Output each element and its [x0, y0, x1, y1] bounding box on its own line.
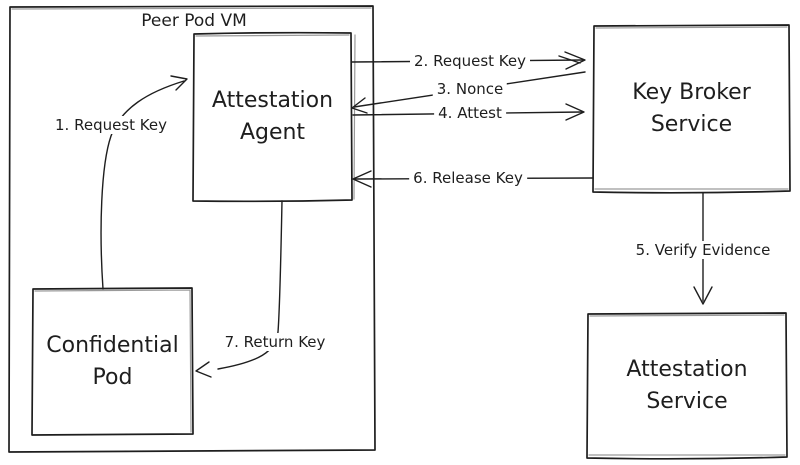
edge-5-verify-evidence-label: 5. Verify Evidence [631, 241, 775, 259]
confidential-pod-box-sketch [34, 289, 192, 433]
confidential-pod-label: Confidential Pod [32, 288, 193, 435]
key-broker-service-label: Key Broker Service [593, 25, 790, 192]
attestation-agent-box [192, 31, 353, 203]
edge-6-release-key-label: 6. Release Key [409, 169, 527, 187]
edge-1-request-key-label: 1. Request Key [51, 116, 171, 134]
attestation-service-box-sketch [588, 314, 786, 456]
edge-7-return-key-line [217, 200, 283, 370]
attestation-service-box [586, 312, 788, 460]
peer-pod-vm-label: Peer Pod VM [137, 11, 251, 31]
edge-4-arrowhead [565, 103, 585, 121]
peer-pod-vm-box-sketch [11, 7, 372, 10]
edge-2-arrowhead [558, 51, 586, 70]
edge-4-attest-label: 4. Attest [434, 104, 506, 122]
edge-5-arrowhead [693, 286, 713, 305]
confidential-pod-box [31, 287, 194, 436]
edge-3-nonce-label: 3. Nonce [432, 80, 508, 98]
edge-3-arrowhead [351, 97, 368, 114]
edge-2-request-key-label: 2. Request Key [410, 52, 530, 70]
attestation-agent-label: Attestation Agent [193, 33, 352, 201]
confidential-pod-text: Confidential Pod [46, 332, 179, 390]
key-broker-service-text: Key Broker Service [632, 79, 751, 137]
edge-7-arrowhead [195, 361, 212, 378]
edge-6-arrowhead [352, 170, 372, 188]
attestation-service-label: Attestation Service [587, 313, 787, 458]
edge-1-request-key-line [100, 80, 185, 290]
edge-7-return-key-label: 7. Return Key [220, 333, 330, 351]
peer-pod-vm-box [8, 5, 376, 453]
key-broker-service-box-sketch [594, 26, 789, 190]
key-broker-service-box [592, 24, 791, 194]
edge-1-arrowhead [170, 75, 188, 91]
attestation-agent-text: Attestation Agent [211, 88, 334, 145]
attestation-service-text: Attestation Service [626, 356, 748, 414]
